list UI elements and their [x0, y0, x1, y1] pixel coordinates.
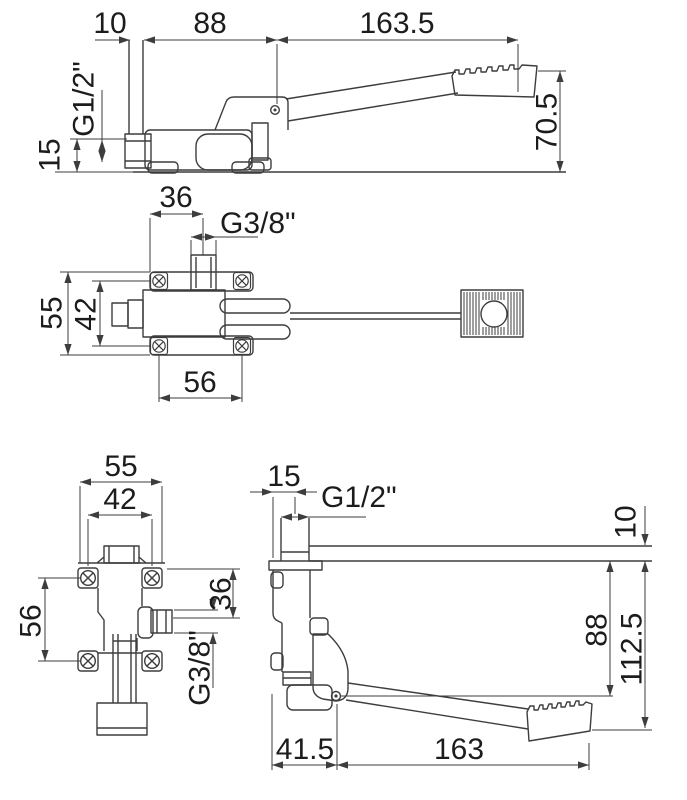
foot-pad — [231, 161, 265, 174]
mounting-screw-icon — [149, 271, 169, 291]
dim-label-70-5: 70.5 — [531, 93, 564, 151]
mounting-screw-icon — [232, 271, 252, 291]
outlet-fitting — [150, 609, 173, 634]
pedal-pad — [526, 700, 593, 742]
dim-label-163-5: 163.5 — [359, 7, 434, 40]
dim-label-56: 56 — [15, 604, 48, 637]
dim-label-36: 36 — [159, 181, 192, 214]
foot-pad — [147, 161, 179, 174]
dim-label-10: 10 — [93, 7, 126, 40]
dim-label-56: 56 — [183, 366, 216, 399]
dim-label-112-5: 112.5 — [616, 613, 649, 686]
valve-body-block — [144, 129, 253, 171]
pivot-pin-center — [273, 108, 277, 112]
dim-label-163: 163 — [434, 733, 484, 766]
dim-label-88: 88 — [193, 7, 226, 40]
dim-label-15: 15 — [34, 138, 67, 171]
dim-label-42: 42 — [103, 483, 136, 516]
dim-label-41-5: 41.5 — [276, 733, 334, 766]
dim-label-42: 42 — [70, 297, 103, 330]
outlet-elbow — [137, 606, 154, 639]
dim-label-g38: G3/8" — [184, 630, 217, 706]
valve-body-front — [97, 588, 143, 703]
pivot-pin-center — [334, 694, 338, 698]
mounting-screw-icon — [77, 650, 99, 672]
dim-label-88: 88 — [581, 613, 614, 646]
valve-body-plan — [142, 289, 226, 338]
valve-pad — [248, 157, 272, 171]
latch-block — [309, 617, 329, 636]
dim-label-36: 36 — [205, 577, 238, 610]
pedal-boss-circle — [480, 300, 508, 328]
dim-label-55: 55 — [104, 450, 137, 483]
mounting-screw-icon — [77, 567, 99, 589]
mounting-screw-icon — [149, 336, 169, 356]
dim-label-g38: G3/8" — [220, 207, 296, 240]
outlet-fitting-thread — [156, 610, 167, 633]
pedal-rod — [290, 312, 461, 320]
pedal-pad-plan — [460, 289, 524, 338]
mounting-plate — [268, 560, 323, 571]
pedal-ribs — [463, 292, 521, 335]
plate-tab — [270, 571, 284, 589]
pedal-pad-front — [96, 702, 148, 736]
inlet-connector — [124, 133, 152, 169]
valve-step — [251, 122, 269, 161]
outlet-fitting-thread — [195, 257, 212, 288]
pivot-pin — [270, 104, 281, 115]
valve-cylinder — [195, 133, 253, 171]
pivot-bracket — [312, 633, 349, 702]
dim-label-g12: G1/2" — [68, 61, 101, 137]
inlet-connector-plan — [127, 299, 144, 329]
fork-plate — [219, 324, 291, 340]
inlet-stub-detail — [96, 546, 147, 564]
plate-tab — [270, 652, 284, 671]
inlet-nut-plan — [111, 302, 129, 327]
pedal-pad — [451, 64, 538, 98]
view-side-elevation-mounted: 15 G1/2" 10 88 112.5 41.5 163 — [250, 460, 652, 770]
extension-lines — [55, 44, 566, 173]
dim-label-15: 15 — [267, 460, 300, 493]
pedal-lever — [345, 682, 529, 730]
view-plan: 36 G3/8" 55 42 56 — [36, 181, 524, 402]
view-front: 55 42 56 36 G3/8" — [15, 450, 240, 736]
valve-body-side — [272, 570, 311, 672]
mounting-screw-icon — [141, 650, 163, 672]
mounting-screw-icon — [232, 336, 252, 356]
lower-housing — [286, 684, 333, 711]
mounting-screw-icon — [141, 567, 163, 589]
extension-lines — [250, 491, 652, 770]
dim-label-10: 10 — [610, 505, 643, 538]
extension-lines — [38, 486, 240, 688]
fork-plate — [219, 298, 291, 314]
dim-label-g12: G1/2" — [321, 481, 397, 514]
inlet-pipe — [280, 518, 310, 561]
pivot-pin — [330, 690, 342, 702]
dim-label-55: 55 — [36, 296, 69, 329]
view-side-elevation: 10 88 163.5 G1/2" 15 70.5 — [34, 7, 566, 174]
mounting-panel — [309, 545, 652, 562]
valve-body-outline — [125, 40, 566, 173]
